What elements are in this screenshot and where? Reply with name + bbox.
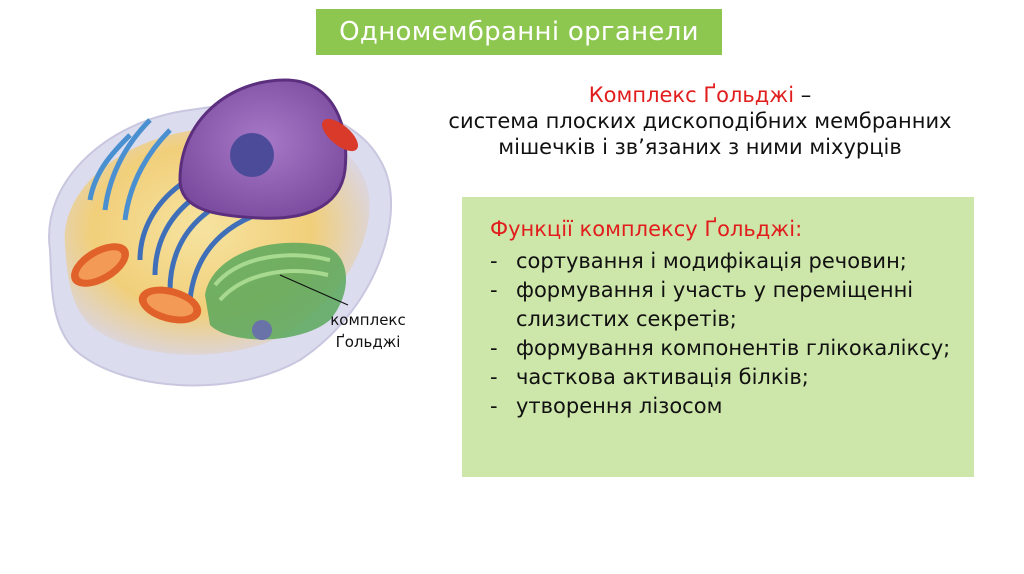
definition-line-1: система плоских дископодібних мембранних bbox=[448, 109, 952, 133]
callout-line bbox=[279, 274, 349, 306]
function-text: утворення лізосом bbox=[516, 394, 723, 418]
callout-line-2: Ґольджі bbox=[335, 333, 401, 351]
definition-term-line: Комплекс Ґольджі – bbox=[405, 82, 995, 108]
function-text: формування компонентів глікокаліксу; bbox=[516, 336, 951, 360]
cell-illustration bbox=[48, 78, 393, 387]
bullet-dash: - bbox=[490, 278, 498, 302]
functions-heading: Функції комплексу Ґольджі: bbox=[490, 217, 803, 241]
slide-title: Одномембранні органели bbox=[316, 9, 722, 55]
golgi-apparatus bbox=[205, 242, 347, 340]
bullet-dash: - bbox=[490, 249, 498, 273]
function-text: часткова активація білків; bbox=[516, 365, 809, 389]
bullet-dash: - bbox=[490, 365, 498, 389]
definition-term: Комплекс Ґольджі bbox=[588, 83, 795, 107]
golgi-callout-label: комплекс Ґольджі bbox=[318, 309, 418, 353]
bullet-dash: - bbox=[490, 336, 498, 360]
function-text: формування і участь у переміщенні слизис… bbox=[516, 278, 914, 331]
callout-line-1: комплекс bbox=[330, 311, 406, 329]
function-item: -часткова активація білків; bbox=[490, 363, 964, 392]
functions-list: -сортування і модифікація речовин; -форм… bbox=[490, 247, 964, 421]
bullet-dash: - bbox=[490, 394, 498, 418]
function-text: сортування і модифікація речовин; bbox=[516, 249, 907, 273]
definition-line-2: мішечків і зв’язаних з ними міхурців bbox=[498, 135, 902, 159]
functions-box: Функції комплексу Ґольджі: -сортування і… bbox=[462, 197, 974, 477]
definition-separator: – bbox=[794, 83, 812, 107]
slide-title-text: Одномембранні органели bbox=[339, 17, 699, 47]
function-item: -формування і участь у переміщенні слизи… bbox=[490, 276, 964, 334]
nucleus bbox=[178, 78, 348, 220]
function-item: -утворення лізосом bbox=[490, 392, 964, 421]
function-item: -формування компонентів глікокаліксу; bbox=[490, 334, 964, 363]
golgi-definition: Комплекс Ґольджі – система плоских диско… bbox=[405, 82, 995, 160]
mitochondria bbox=[71, 118, 359, 324]
function-item: -сортування і модифікація речовин; bbox=[490, 247, 964, 276]
